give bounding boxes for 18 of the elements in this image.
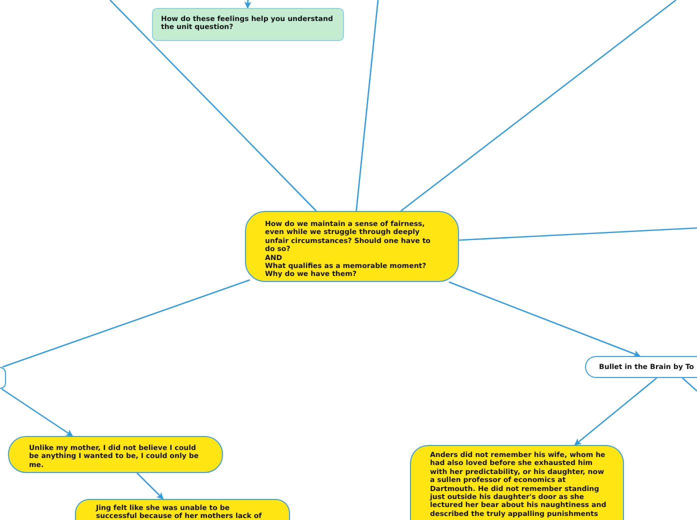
connector-arrow xyxy=(448,281,641,357)
connector-line xyxy=(356,0,379,212)
idea-bubble xyxy=(410,445,624,520)
connector-arrow xyxy=(1,388,74,437)
connector-line xyxy=(458,227,697,241)
idea-bubble xyxy=(245,211,459,282)
connector-arrow xyxy=(574,378,658,446)
connector-line xyxy=(400,0,676,212)
connector-arrow xyxy=(136,472,164,500)
idea-bubble xyxy=(8,436,223,473)
topic-box xyxy=(585,356,697,378)
topic-box xyxy=(0,367,6,389)
connector-arrow xyxy=(244,0,252,9)
connector-line xyxy=(110,0,317,212)
idea-bubble xyxy=(75,499,290,520)
connector-line xyxy=(682,378,697,392)
connector-line xyxy=(2,279,250,368)
question-box xyxy=(152,8,344,41)
